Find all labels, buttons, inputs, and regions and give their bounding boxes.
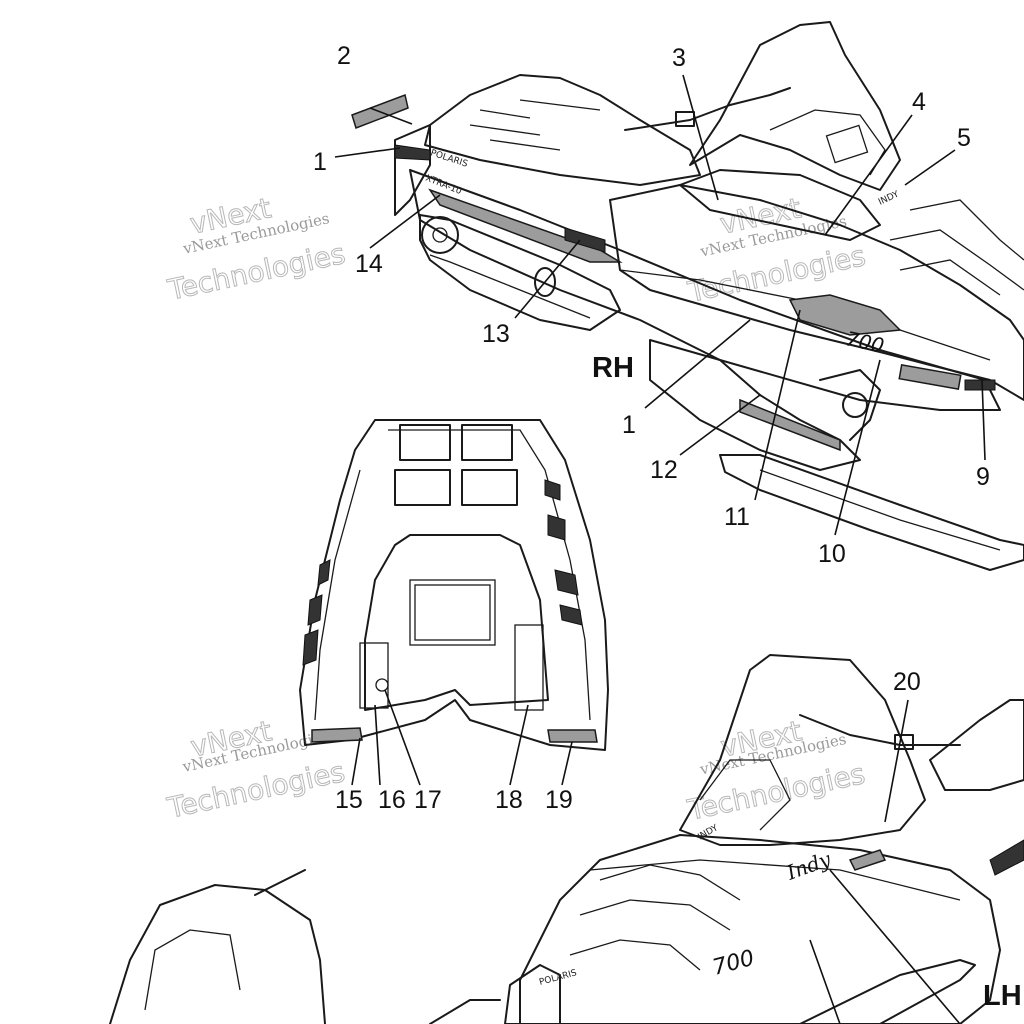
callout-15: 15 bbox=[335, 786, 363, 814]
decal-indy: INDY bbox=[877, 189, 901, 207]
callout-1: 1 bbox=[313, 148, 327, 176]
callout-20: 20 bbox=[893, 668, 921, 696]
rear-cowl-view bbox=[109, 869, 326, 1024]
watermark-right-bottom: vNext vNext Technologies Technologies bbox=[684, 714, 869, 828]
label-lh: LH bbox=[983, 980, 1022, 1012]
callout-1-lower: 1 bbox=[622, 411, 636, 439]
callout-9: 9 bbox=[976, 463, 990, 491]
decal-lady: Indy bbox=[783, 847, 835, 885]
callout-16: 16 bbox=[378, 786, 406, 814]
callout-14: 14 bbox=[355, 250, 383, 278]
decal-model: XTRA-10 bbox=[424, 174, 463, 198]
callout-13: 13 bbox=[482, 320, 510, 348]
watermark-left-bottom: vNext vNext Technologies Technologies bbox=[163, 714, 348, 826]
callout-5: 5 bbox=[957, 124, 971, 152]
leader-lines bbox=[334, 74, 986, 1024]
watermark-right-top: vNext vNext Technologies Technologies bbox=[684, 191, 869, 310]
callout-12: 12 bbox=[650, 456, 678, 484]
callout-17: 17 bbox=[414, 786, 442, 814]
watermark-left-top: vNext vNext Technologies Technologies bbox=[164, 191, 349, 307]
callout-3: 3 bbox=[672, 44, 686, 72]
callout-4: 4 bbox=[912, 88, 926, 116]
callout-labels: 1 2 3 4 5 1 9 10 11 12 13 14 15 16 17 18… bbox=[313, 42, 990, 814]
label-rh: RH bbox=[592, 352, 634, 384]
decal-700: 700 bbox=[710, 946, 757, 981]
callout-18: 18 bbox=[495, 786, 523, 814]
callout-10: 10 bbox=[818, 540, 846, 568]
decal-brand: POLARIS bbox=[538, 968, 578, 988]
callout-19: 19 bbox=[545, 786, 573, 814]
callout-11: 11 bbox=[724, 503, 750, 531]
callout-2: 2 bbox=[337, 42, 351, 70]
hood-top-view bbox=[299, 419, 609, 751]
